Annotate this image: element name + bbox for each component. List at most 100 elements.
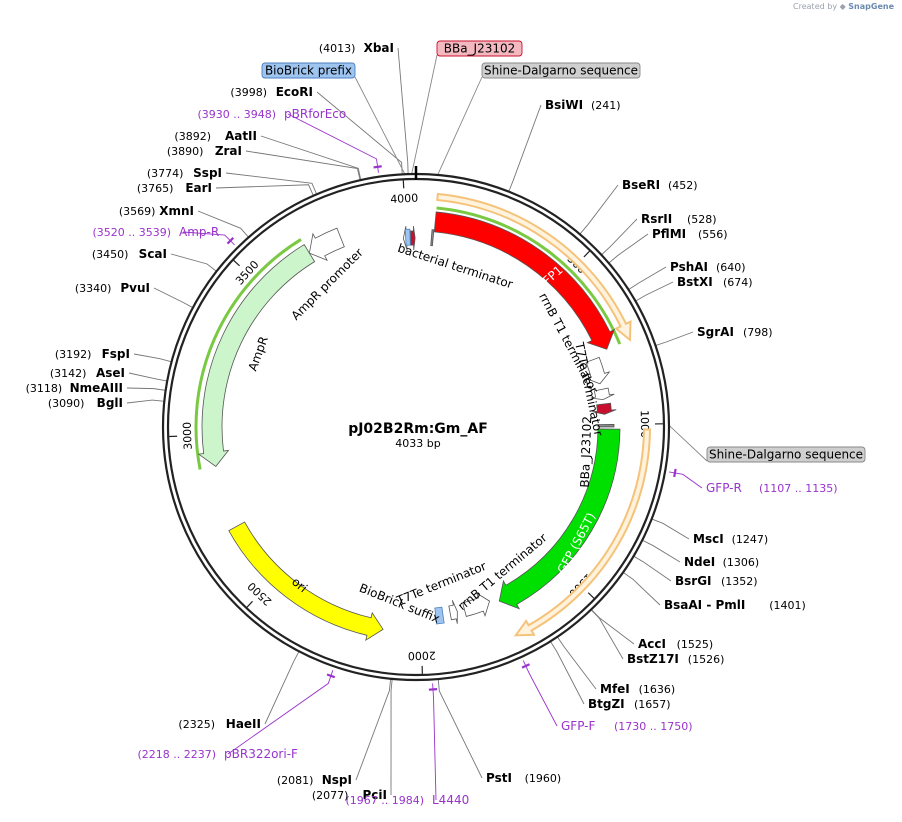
enzyme-label[interactable]: AatII — [225, 129, 257, 143]
feature-t7te-terminator[interactable] — [448, 600, 458, 624]
feature-bba-j23102[interactable] — [592, 402, 617, 415]
feature-t7te-terminator[interactable] — [590, 387, 615, 401]
enzyme-label[interactable]: BtgZI — [588, 697, 625, 711]
enzyme-position: (1306) — [723, 556, 760, 569]
enzyme-leader-line — [126, 399, 165, 404]
feature-shine-dalgarno-sequence[interactable] — [430, 229, 435, 247]
enzyme-label[interactable]: BstXI — [677, 275, 713, 289]
enzyme-label[interactable]: PshAI — [670, 260, 708, 274]
enzyme-position: (1352) — [721, 575, 758, 588]
enzyme-label[interactable]: EarI — [185, 181, 212, 195]
primer-label[interactable]: GFP-F — [561, 719, 596, 733]
feature-rrnb-t1-terminator[interactable] — [462, 592, 491, 618]
enzyme-label[interactable]: PciI — [363, 788, 388, 802]
feature-outline-arc — [436, 192, 632, 342]
enzyme-position: (1247) — [732, 533, 769, 546]
enzyme-position: (452) — [668, 179, 698, 192]
feature-biobrick-suffix[interactable] — [434, 606, 445, 625]
enzyme-position: (2081) — [277, 774, 314, 787]
enzyme-label[interactable]: PstI — [486, 771, 512, 785]
primer-label[interactable]: Amp-R — [179, 225, 219, 239]
enzyme-leader-line — [628, 266, 667, 291]
enzyme-label[interactable]: BglI — [97, 396, 123, 410]
primer-label[interactable]: pBRforEco — [284, 107, 346, 121]
enzyme-label[interactable]: AseI — [96, 366, 125, 380]
tick-mark — [246, 600, 253, 608]
plasmid-size: 4033 bp — [395, 437, 440, 450]
feature-shine-dalgarno-sequence[interactable] — [597, 424, 615, 428]
enzyme-label[interactable]: XbaI — [364, 41, 394, 55]
enzyme-label[interactable]: NdeI — [684, 555, 715, 569]
enzyme-leader-line — [635, 281, 674, 302]
tick-mark — [583, 250, 590, 258]
callout-label: Shine-Dalgarno sequence — [484, 64, 638, 78]
tick-mark — [587, 592, 595, 599]
enzyme-leader-line — [550, 641, 585, 705]
enzyme-label[interactable]: ScaI — [139, 247, 167, 261]
enzyme-label[interactable]: MfeI — [600, 682, 630, 696]
enzyme-position: (3569) — [119, 205, 156, 218]
enzyme-label[interactable]: AccI — [638, 637, 666, 651]
feature-biobrick-prefix[interactable] — [404, 228, 411, 246]
enzyme-leader-line — [642, 539, 681, 563]
enzyme-label[interactable]: ZraI — [215, 144, 242, 158]
enzyme-label[interactable]: BsiWI — [545, 98, 583, 112]
primer-range: (2218 .. 2237) — [137, 748, 216, 761]
primer-label[interactable]: L4440 — [432, 793, 469, 807]
enzyme-position: (3142) — [50, 367, 87, 380]
enzyme-label[interactable]: PvuI — [120, 281, 150, 295]
enzyme-position: (3774) — [147, 167, 184, 180]
feature-bba-j23102[interactable] — [410, 225, 416, 251]
enzyme-label[interactable]: RsrII — [641, 212, 672, 226]
enzyme-label[interactable]: FspI — [102, 347, 130, 361]
enzyme-leader-line — [437, 678, 483, 779]
features — [194, 192, 651, 642]
tick-mark — [233, 259, 240, 267]
tick-label: 3000 — [181, 422, 195, 450]
enzyme-label[interactable]: HaeII — [226, 717, 261, 731]
primer-range: (1107 .. 1135) — [759, 482, 838, 495]
enzyme-leader-line — [397, 47, 409, 175]
enzyme-label[interactable]: NmeAIII — [70, 381, 123, 395]
enzyme-label[interactable]: BsaAI - PmlI — [664, 598, 745, 612]
callout-box[interactable] — [436, 40, 523, 57]
callout-box[interactable] — [261, 62, 356, 79]
feature-rrnb-t1-terminator[interactable] — [584, 356, 611, 385]
feature-ori[interactable] — [228, 521, 384, 642]
enzyme-label[interactable]: SspI — [193, 166, 222, 180]
enzyme-leader-line — [556, 636, 597, 690]
primer-leader-line — [287, 113, 379, 173]
primer-range: (3520 .. 3539) — [92, 226, 171, 239]
enzyme-label[interactable]: BsrGI — [675, 574, 712, 588]
callout-label: BioBrick prefix — [265, 64, 352, 78]
enzyme-label[interactable]: XmnI — [159, 204, 194, 218]
enzyme-leader-line — [260, 135, 362, 181]
callout-box[interactable] — [481, 62, 641, 79]
enzyme-position: (3998) — [230, 86, 267, 99]
primer-label[interactable]: pBR322ori-F — [224, 747, 298, 761]
enzyme-leader-line — [170, 253, 217, 272]
enzyme-leader-line — [579, 184, 619, 235]
tick-label: 4000 — [390, 192, 419, 206]
enzyme-label[interactable]: BseRI — [622, 178, 660, 192]
primer-label[interactable]: GFP-R — [706, 481, 742, 495]
credit-prefix: Created by — [793, 2, 838, 11]
enzyme-label[interactable]: PflMI — [652, 227, 686, 241]
feature-ampr[interactable] — [197, 244, 316, 467]
enzyme-leader-line — [133, 353, 172, 363]
primer-range: (1730 .. 1750) — [614, 720, 693, 733]
feature-guide-arc — [194, 238, 302, 470]
enzyme-label[interactable]: BstZ17I — [627, 652, 679, 666]
feature-ampr-promoter[interactable] — [308, 227, 345, 262]
feature-mrfp1[interactable] — [433, 211, 616, 350]
enzyme-label[interactable]: SgrAI — [697, 325, 734, 339]
enzyme-label[interactable]: NspI — [322, 773, 352, 787]
enzyme-leader-line — [215, 184, 314, 196]
enzyme-leader-line — [633, 555, 672, 582]
enzyme-label[interactable]: EcoRI — [276, 85, 313, 99]
feature-gfp-s65t-[interactable] — [498, 428, 621, 610]
callout-box[interactable] — [706, 446, 866, 463]
enzyme-position: (556) — [698, 228, 728, 241]
enzyme-label[interactable]: MscI — [693, 532, 724, 546]
